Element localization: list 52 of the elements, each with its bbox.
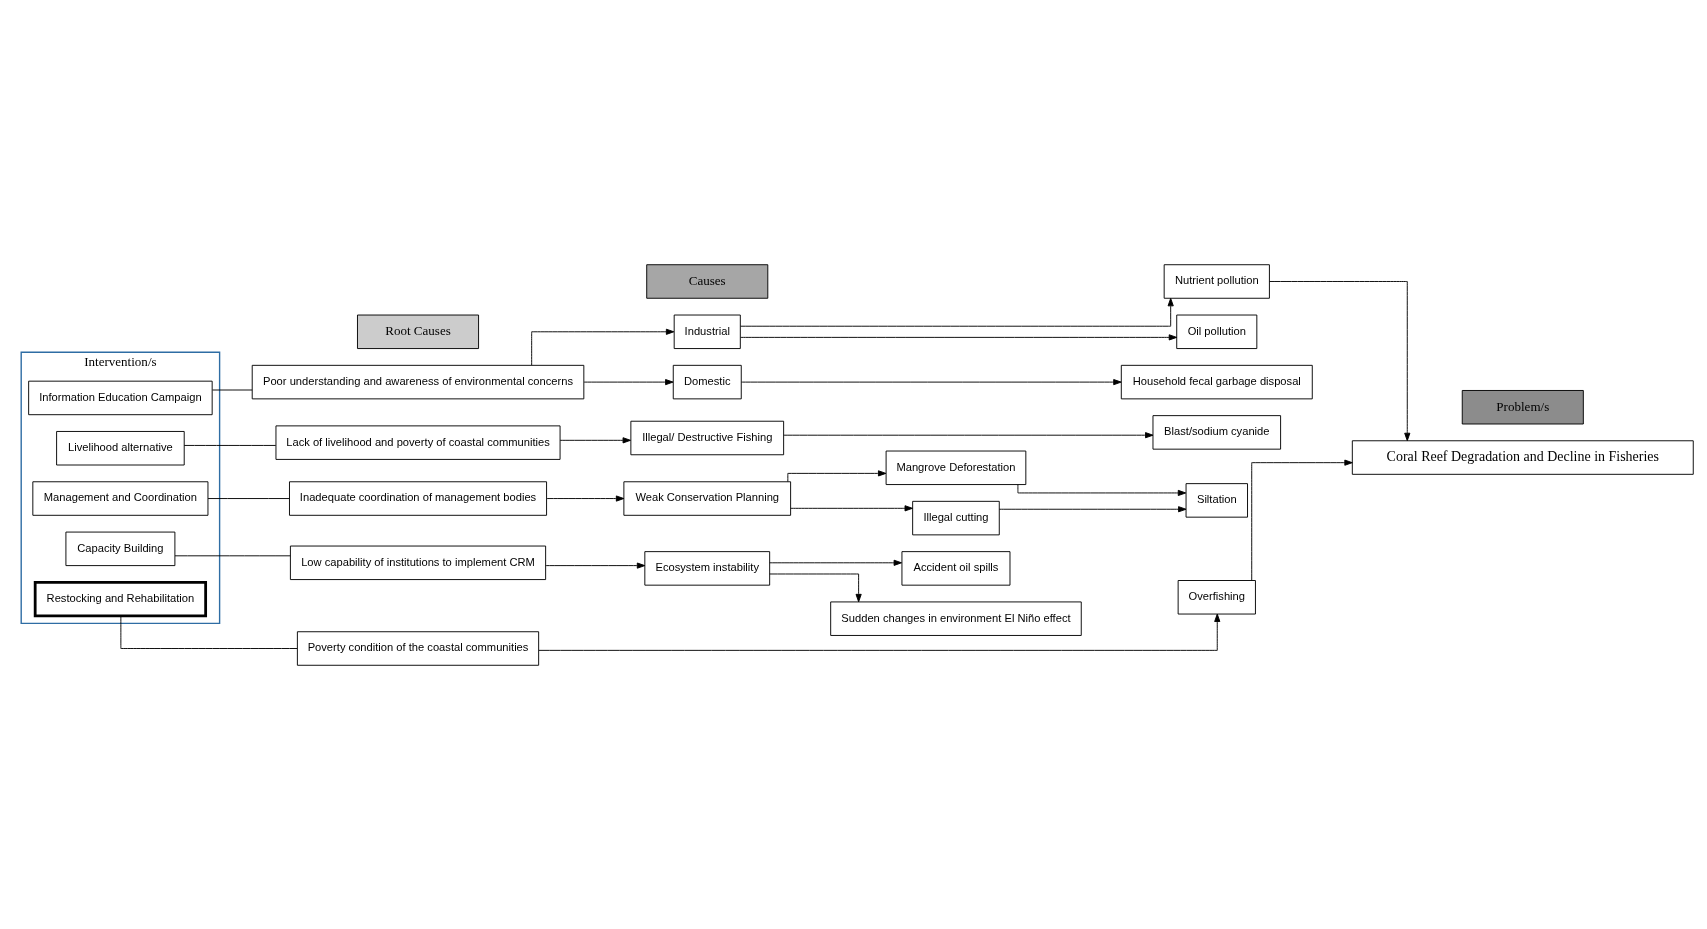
arrow	[741, 378, 1122, 385]
node-box: Illegal/ Destructive Fishing	[630, 420, 785, 455]
arrow	[545, 562, 646, 569]
node-box: Poverty condition of the coastal communities	[296, 630, 540, 666]
arrow	[769, 559, 902, 566]
node-box: Domestic	[672, 364, 742, 399]
arrow	[559, 436, 631, 443]
arrow	[583, 378, 674, 385]
node-box: Mangrove Deforestation	[885, 450, 1027, 485]
node-box: Problem/s	[1461, 389, 1584, 424]
connector	[207, 497, 290, 499]
arrow	[546, 494, 625, 502]
connector	[174, 554, 291, 556]
node-box: Poor understanding and awareness of environmental concerns	[251, 364, 585, 399]
node-box: Restocking and Rehabilitation	[33, 580, 208, 617]
node-box: Information Education Campaign	[28, 380, 213, 415]
node-box: Nutrient pollution	[1163, 263, 1270, 299]
arrow	[1017, 483, 1187, 496]
node-box: Blast/sodium cyanide	[1152, 414, 1282, 450]
arrow	[783, 431, 1154, 438]
node-box: Siltation	[1185, 482, 1248, 518]
arrow	[1251, 459, 1353, 581]
node-box: Ecosystem instability	[644, 550, 771, 586]
node-box: Capacity Building	[65, 531, 176, 566]
node-box: Household fecal garbage disposal	[1120, 364, 1313, 399]
node-box: Illegal cutting	[912, 500, 1000, 535]
node-box: Overfishing	[1177, 579, 1256, 614]
arrow	[769, 573, 862, 602]
node-box: Accident oil spills	[901, 550, 1011, 586]
arrow	[740, 297, 1174, 327]
node-box: Sudden changes in environment El Niño effect	[830, 600, 1082, 636]
node-box: Management and Coordination	[32, 480, 209, 516]
node-box: Inadequate coordination of management bodies	[289, 480, 548, 516]
node-box: Livelihood alternative	[56, 430, 185, 465]
arrow	[538, 613, 1221, 651]
node-box: Industrial	[673, 314, 741, 349]
arrow	[740, 333, 1178, 340]
arrow	[998, 505, 1187, 512]
arrow	[787, 469, 887, 482]
node-box: Low capability of institutions to implement CRM	[289, 545, 547, 580]
arrow	[531, 328, 675, 366]
arrow	[790, 504, 913, 511]
node-box: Weak Conservation Planning	[623, 480, 792, 516]
connector	[120, 615, 298, 649]
node-box: Root Causes	[357, 314, 480, 349]
connector	[212, 389, 253, 390]
connector	[183, 444, 277, 446]
arrow	[1269, 280, 1411, 441]
node-box: Causes	[646, 263, 769, 299]
node-box: Coral Reef Degradation and Decline in Fisheries	[1351, 439, 1694, 475]
node-box: Oil pollution	[1176, 314, 1258, 349]
node-box: Lack of livelihood and poverty of coastal communities	[275, 424, 561, 460]
